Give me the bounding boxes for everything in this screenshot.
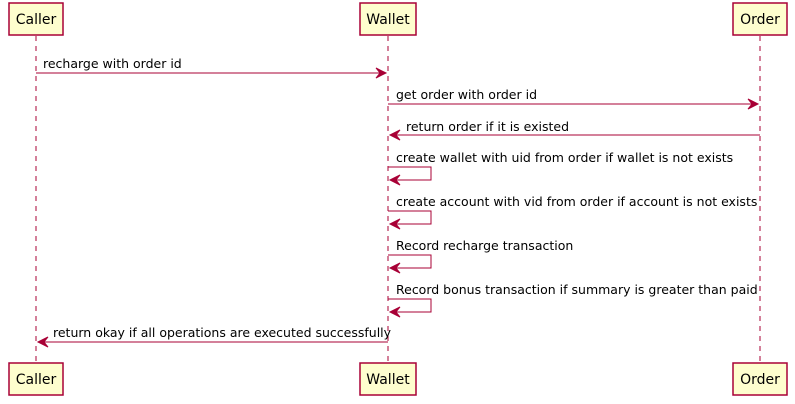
message-2-label: get order with order id <box>396 87 537 102</box>
message-4-label: create wallet with uid from order if wal… <box>396 150 733 165</box>
message-7-label: Record bonus transaction if summary is g… <box>396 282 758 297</box>
message-8: return okay if all operations are execut… <box>36 325 392 348</box>
participant-order-bottom-label: Order <box>740 372 780 388</box>
message-6-arrowhead <box>388 262 401 274</box>
message-7-arrowhead <box>388 306 401 318</box>
participant-order-top: Order <box>732 2 788 36</box>
participant-caller-top: Caller <box>8 2 64 36</box>
message-1-label: recharge with order id <box>43 56 182 71</box>
message-4-arrowhead <box>388 174 401 186</box>
message-8-label: return okay if all operations are execut… <box>53 325 392 340</box>
message-8-arrowhead <box>36 336 49 348</box>
message-2: get order with order id <box>388 87 760 110</box>
participant-caller-bottom: Caller <box>8 362 64 396</box>
message-3: return order if it is existed <box>388 119 760 141</box>
participant-caller-bottom-label: Caller <box>16 372 57 388</box>
participant-order-bottom: Order <box>732 362 788 396</box>
message-7: Record bonus transaction if summary is g… <box>388 282 758 318</box>
participant-wallet-top-label: Wallet <box>366 12 410 28</box>
message-5-label: create account with vid from order if ac… <box>396 194 757 209</box>
message-3-arrowhead <box>388 129 401 141</box>
message-1-arrowhead <box>375 67 388 79</box>
participant-wallet-bottom: Wallet <box>359 362 417 396</box>
message-1: recharge with order id <box>36 56 388 79</box>
message-6: Record recharge transaction <box>388 238 573 274</box>
participant-order-top-label: Order <box>740 12 780 28</box>
message-6-label: Record recharge transaction <box>396 238 573 253</box>
message-4: create wallet with uid from order if wal… <box>388 150 733 186</box>
participant-wallet-bottom-label: Wallet <box>366 372 410 388</box>
message-3-label: return order if it is existed <box>406 119 569 134</box>
participant-wallet-top: Wallet <box>359 2 417 36</box>
message-5-arrowhead <box>388 218 401 230</box>
message-2-arrowhead <box>747 98 760 110</box>
message-5: create account with vid from order if ac… <box>388 194 757 230</box>
participant-caller-top-label: Caller <box>16 12 57 28</box>
